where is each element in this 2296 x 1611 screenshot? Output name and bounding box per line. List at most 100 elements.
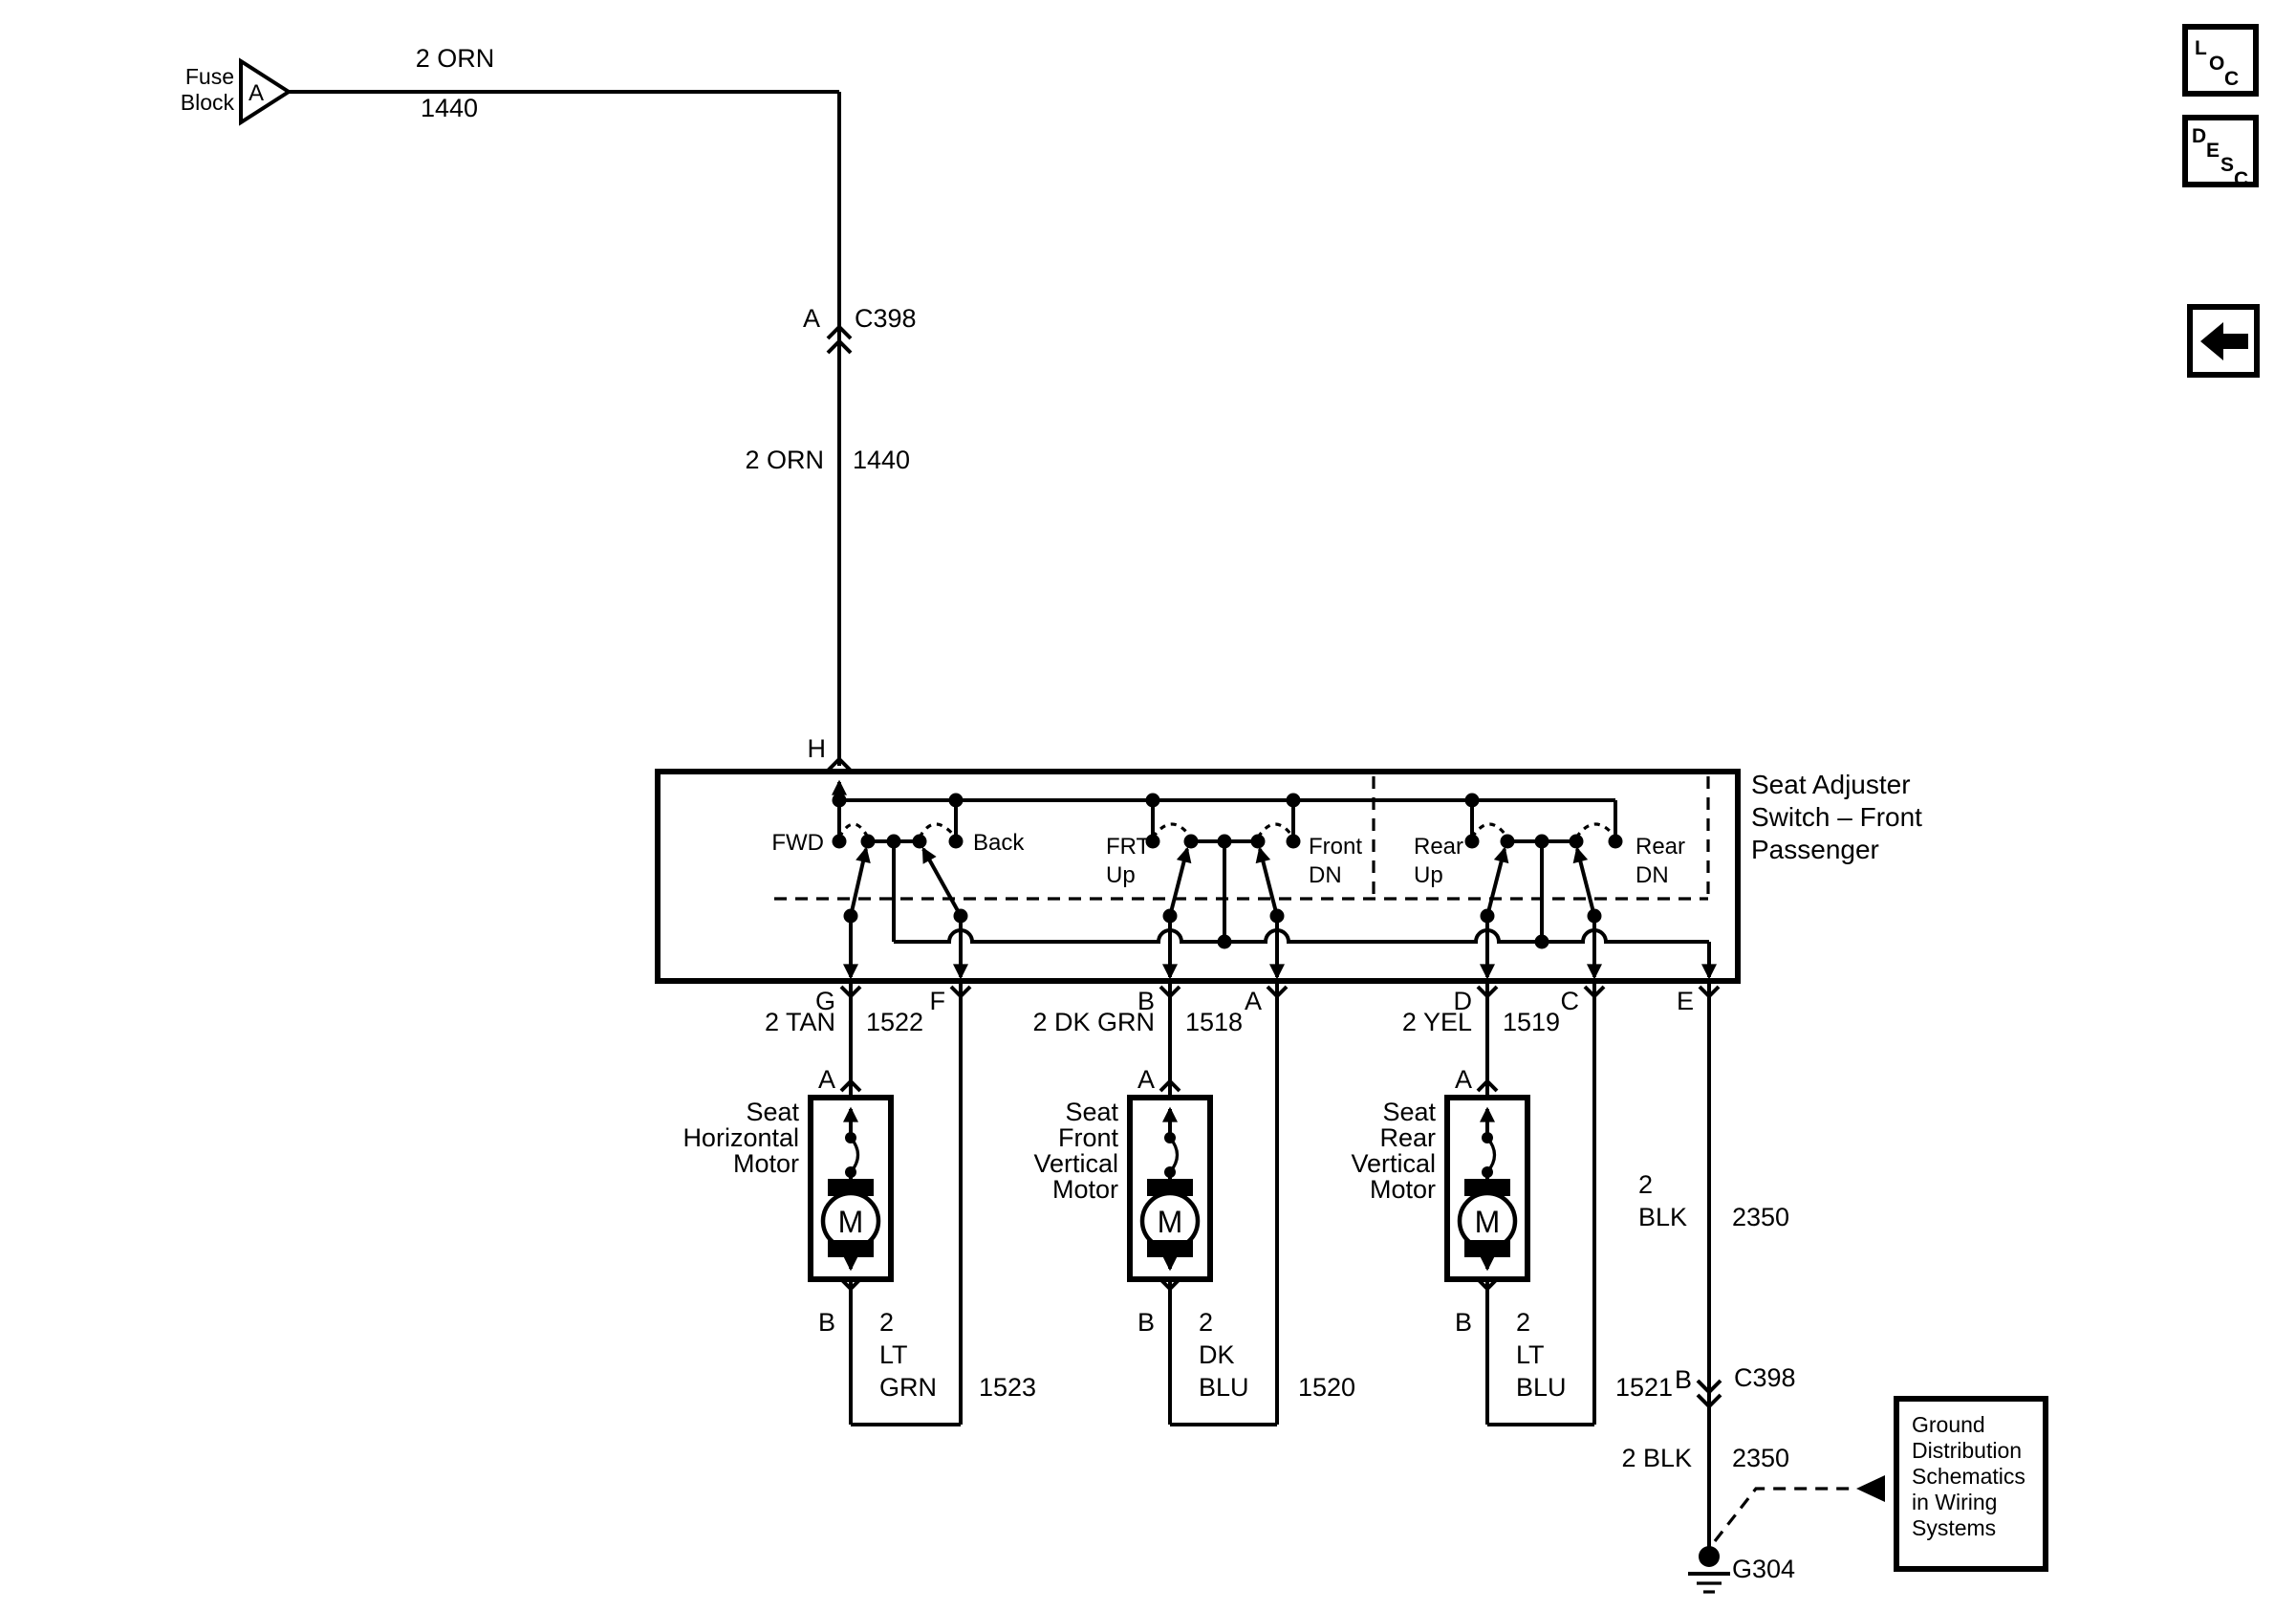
motor-name-label: Motor: [733, 1149, 799, 1178]
wire-color-label: 2: [1516, 1308, 1530, 1337]
wire-color-label: 2 ORN: [416, 44, 495, 73]
desc-button-label: S: [2220, 154, 2234, 176]
switch-section-rear-vertical: Rear Up Rear DN: [1414, 822, 1685, 980]
wire-color-label: DK: [1199, 1340, 1235, 1369]
reference-box-label: Schematics: [1912, 1464, 2025, 1489]
wire-color-label: BLK: [1638, 1203, 1687, 1231]
seat-front-vertical-motor: A Seat Front Vertical Motor M B: [1033, 1065, 1213, 1337]
wire-circuit-label: 1522: [866, 1008, 923, 1036]
wire-color-label: 2 DK GRN: [1032, 1008, 1155, 1036]
motor-pin-label: B: [1455, 1308, 1472, 1337]
motor-name-label: Rear: [1379, 1123, 1436, 1152]
motor-name-label: Motor: [1052, 1175, 1118, 1204]
wire-dk-grn-label: 2 DK GRN 1518: [1032, 1008, 1243, 1036]
motor-feed-wires: [849, 981, 1711, 1547]
loc-button[interactable]: L O C: [2182, 24, 2259, 97]
ground-distribution-reference[interactable]: Ground Distribution Schematics in Wiring…: [1713, 1396, 2048, 1572]
connector-pin-label: A: [803, 304, 820, 333]
switch-position-frt-up-label: Up: [1106, 862, 1136, 888]
wire-lt-grn-label: 2 LT GRN 1523: [879, 1308, 1036, 1402]
switch-pin-label: F: [930, 987, 946, 1015]
reference-dashed-wire: [1713, 1487, 1856, 1542]
wire-color-label: 2 TAN: [765, 1008, 835, 1036]
reference-box-label: Distribution: [1912, 1438, 2022, 1463]
fuse-block-label: Block: [181, 90, 235, 115]
switch-pin-label: E: [1677, 987, 1694, 1015]
motor-outline: [808, 1095, 894, 1282]
switch-bottom-pins: G F B A D C E: [815, 985, 1721, 1015]
reference-box-label: Systems: [1912, 1515, 1996, 1540]
wire-circuit-label: 1440: [853, 446, 910, 474]
motor-pin-label: A: [818, 1065, 835, 1094]
wire-tan-label: 2 TAN 1522: [765, 1008, 923, 1036]
connector-chevron-icon: [826, 324, 853, 340]
back-button[interactable]: [2187, 304, 2260, 378]
motor-outline: [1444, 1095, 1530, 1282]
motor-pin-label: B: [818, 1308, 835, 1337]
connector-c398-top: A C398: [803, 304, 917, 355]
connector-chevron-icon: [1696, 1379, 1722, 1395]
fuse-pin-label: A: [249, 80, 264, 106]
wire-color-label: 2 YEL: [1402, 1008, 1472, 1036]
wire-circuit-label: 1519: [1503, 1008, 1560, 1036]
reference-box-label: in Wiring: [1912, 1490, 1997, 1514]
wire-circuit-label: 2350: [1732, 1444, 1789, 1472]
switch-title: Passenger: [1751, 835, 1879, 864]
wire-color-label: 2: [1638, 1170, 1653, 1199]
connector-chevron-icon: [1476, 1277, 1499, 1292]
wire-color-label: GRN: [879, 1373, 937, 1402]
wire-blk-upper-label: 2 BLK 2350: [1638, 1170, 1789, 1231]
connector-chevron-icon: [1476, 1078, 1499, 1093]
connector-id-label: C398: [855, 304, 917, 333]
motor-name-label: Seat: [746, 1098, 799, 1126]
connector-chevron-icon: [839, 1078, 862, 1093]
seat-adjuster-switch: H: [655, 734, 1922, 984]
motor-name-label: Horizontal: [682, 1123, 799, 1152]
wire-color-label: BLU: [1516, 1373, 1567, 1402]
fuse-block-label: Fuse: [185, 64, 234, 89]
switch-pin-label: C: [1561, 987, 1580, 1015]
switch-dashed-links: [774, 776, 1710, 901]
connector-chevron-icon: [839, 1277, 862, 1292]
switch-pin-h-label: H: [808, 734, 827, 763]
switch-title: Switch – Front: [1751, 802, 1922, 832]
switch-position-front-dn-label: DN: [1309, 862, 1342, 888]
motor-name-label: Front: [1058, 1123, 1119, 1152]
switch-pin-label: B: [1137, 987, 1155, 1015]
switch-position-rear-up-label: Rear: [1414, 834, 1463, 860]
desc-button[interactable]: D E S C: [2182, 115, 2259, 190]
wire-color-label: BLU: [1199, 1373, 1249, 1402]
switch-position-frt-up-label: FRT: [1106, 834, 1151, 860]
motor-pin-label: A: [1455, 1065, 1472, 1094]
motor-m-label: M: [838, 1205, 864, 1239]
fuse-block: Fuse Block A: [181, 57, 292, 126]
desc-button-label: C: [2234, 168, 2248, 190]
switch-position-fwd-label: FWD: [771, 830, 824, 856]
motor-name-label: Vertical: [1351, 1149, 1436, 1178]
wire-dk-blu-label: 2 DK BLU 1520: [1199, 1308, 1355, 1402]
motor-name-label: Vertical: [1033, 1149, 1118, 1178]
wire-color-label: LT: [1516, 1340, 1545, 1369]
wire-color-label: 2 ORN: [745, 446, 824, 474]
connector-pin-label: B: [1675, 1365, 1692, 1394]
motor-name-label: Motor: [1370, 1175, 1436, 1204]
motor-name-label: Seat: [1382, 1098, 1436, 1126]
motor-m-label: M: [1475, 1205, 1501, 1239]
seat-horizontal-motor: A Seat Horizontal Motor M B: [682, 1065, 894, 1337]
reference-arrow-icon: [1856, 1475, 1885, 1502]
loc-button-label: C: [2224, 68, 2239, 90]
switch-position-rear-dn-label: DN: [1635, 862, 1669, 888]
feed-wire-orn: 2 ORN 1440: [289, 44, 841, 766]
wire-blk-lower-label: 2 BLK 2350: [1621, 1444, 1789, 1472]
switch-pin-label: G: [815, 987, 835, 1015]
desc-button-label: E: [2206, 140, 2220, 162]
back-arrow-icon: [2200, 322, 2248, 360]
connector-id-label: C398: [1734, 1363, 1796, 1392]
motor-pin-label: B: [1137, 1308, 1155, 1337]
connector-chevron-icon: [826, 338, 853, 355]
seat-rear-vertical-motor: A Seat Rear Vertical Motor M B: [1351, 1065, 1530, 1337]
motor-outline: [1127, 1095, 1213, 1282]
loc-button-label: O: [2209, 53, 2224, 75]
motor-m-label: M: [1158, 1205, 1183, 1239]
